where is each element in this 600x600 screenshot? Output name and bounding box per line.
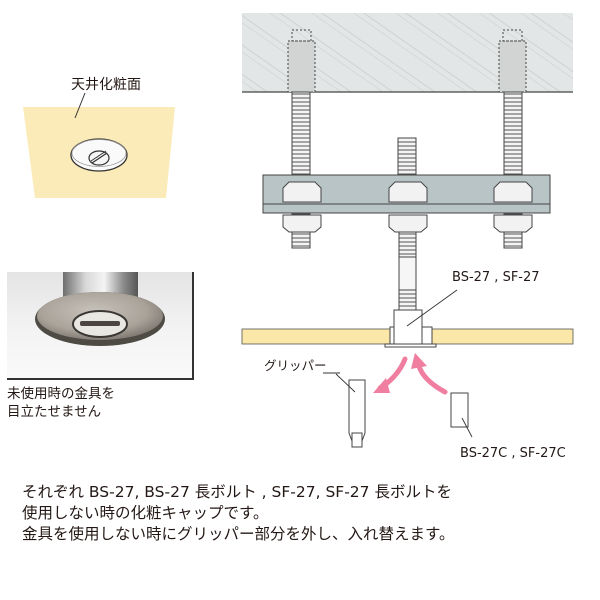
product-description: それぞれ BS-27, BS-27 長ボルト , SF-27, SF-27 長ボ… xyxy=(22,482,454,545)
photo-caption: 未使用時の金具を 目立たせません xyxy=(7,385,115,421)
ceiling-surface-label: 天井化粧面 xyxy=(71,77,141,93)
cap-photo-illustration xyxy=(35,272,165,346)
gripper-label: グリッパー xyxy=(264,358,327,373)
cap-shape xyxy=(450,392,469,428)
cap-label: BS-27C , SF-27C xyxy=(460,446,566,461)
photo-caption-line-2: 目立たせません xyxy=(7,404,102,420)
description-line-2: 使用しない時の化粧キャップです。 xyxy=(22,504,269,522)
description-line-3: 金具を使用しない時にグリッパー部分を外し、入れ替えます。 xyxy=(22,525,455,543)
fitting-label: BS-27 , SF-27 xyxy=(452,270,540,285)
photo-caption-line-1: 未使用時の金具を xyxy=(7,386,115,402)
cap-photo xyxy=(7,272,194,380)
description-line-1: それぞれ BS-27, BS-27 長ボルト , SF-27, SF-27 長ボ… xyxy=(22,483,452,501)
